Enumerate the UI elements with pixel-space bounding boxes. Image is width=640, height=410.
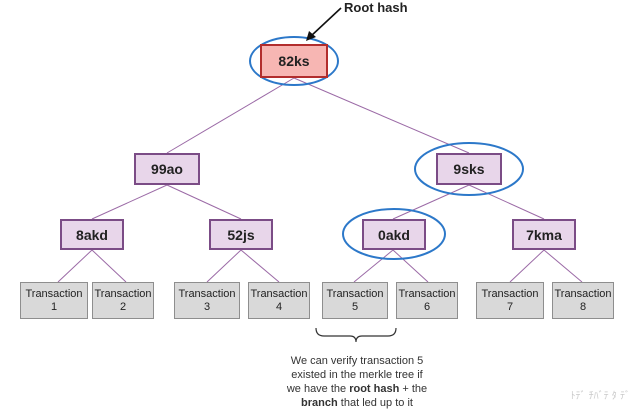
hash-node-7kma: 7kma (512, 219, 576, 250)
edge-0akd-tx6 (392, 249, 429, 283)
caption-line-3: we have the root hash + the (286, 383, 428, 395)
caption-line-1: We can verify transaction 5 (290, 355, 424, 367)
edge-9sks-7kma (468, 184, 545, 220)
transaction-number: 2 (119, 300, 127, 313)
edge-root-left (166, 77, 295, 154)
transaction-label: Transaction (398, 287, 456, 300)
root-arrow (306, 7, 342, 41)
caption-line-2: existed in the merkle tree if (291, 369, 423, 381)
hash-node-52js: 52js (209, 219, 273, 250)
transaction-label: Transaction (250, 287, 308, 300)
0akd-highlight-ellipse (342, 208, 446, 260)
edge-99ao-8akd (91, 184, 168, 220)
transaction-7: Transaction 7 (476, 282, 544, 319)
root-hash-label: Root hash (344, 0, 408, 15)
9sks-highlight-ellipse (414, 142, 524, 196)
tree-edges (57, 77, 583, 283)
transaction-number: 8 (579, 300, 587, 313)
transaction-label: Transaction (178, 287, 236, 300)
transaction-label: Transaction (481, 287, 539, 300)
transaction-number: 5 (351, 300, 359, 313)
watermark: ﾄﾃﾞ ﾁﾊﾞﾃ ﾀ ﾃﾞ (570, 391, 630, 402)
transaction-label: Transaction (25, 287, 83, 300)
edge-9sks-0akd (392, 184, 470, 220)
transaction-number: 7 (506, 300, 514, 313)
edge-99ao-52js (166, 184, 242, 220)
root-highlight-ellipse (249, 36, 339, 86)
edge-7kma-tx7 (509, 249, 545, 283)
hash-node-99ao: 99ao (134, 153, 200, 185)
edge-8akd-tx2 (91, 249, 127, 283)
edge-0akd-tx5 (353, 249, 394, 283)
transaction-4: Transaction 4 (248, 282, 310, 319)
transaction-number: 3 (203, 300, 211, 313)
hash-node-0akd: 0akd (362, 219, 426, 250)
edge-root-right (293, 77, 470, 154)
transaction-2: Transaction 2 (92, 282, 154, 319)
transaction-5: Transaction 5 (322, 282, 388, 319)
hash-node-9sks: 9sks (436, 153, 502, 185)
transaction-number: 4 (275, 300, 283, 313)
hash-node-8akd: 8akd (60, 219, 124, 250)
caption-line-4: branch that led up to it (301, 397, 413, 409)
highlight-ellipses (249, 36, 524, 260)
transaction-3: Transaction 3 (174, 282, 240, 319)
edge-8akd-tx1 (57, 249, 93, 283)
transaction-5-bracket (315, 327, 397, 343)
edge-52js-tx4 (240, 249, 280, 283)
edge-52js-tx3 (206, 249, 242, 283)
transaction-label: Transaction (94, 287, 152, 300)
root-hash-node: 82ks (260, 44, 328, 78)
transaction-number: 6 (423, 300, 431, 313)
transaction-8: Transaction 8 (552, 282, 614, 319)
transaction-6: Transaction 6 (396, 282, 458, 319)
transaction-1: Transaction 1 (20, 282, 88, 319)
transaction-number: 1 (50, 300, 58, 313)
transaction-label: Transaction (554, 287, 612, 300)
edge-7kma-tx8 (543, 249, 583, 283)
transaction-label: Transaction (326, 287, 384, 300)
